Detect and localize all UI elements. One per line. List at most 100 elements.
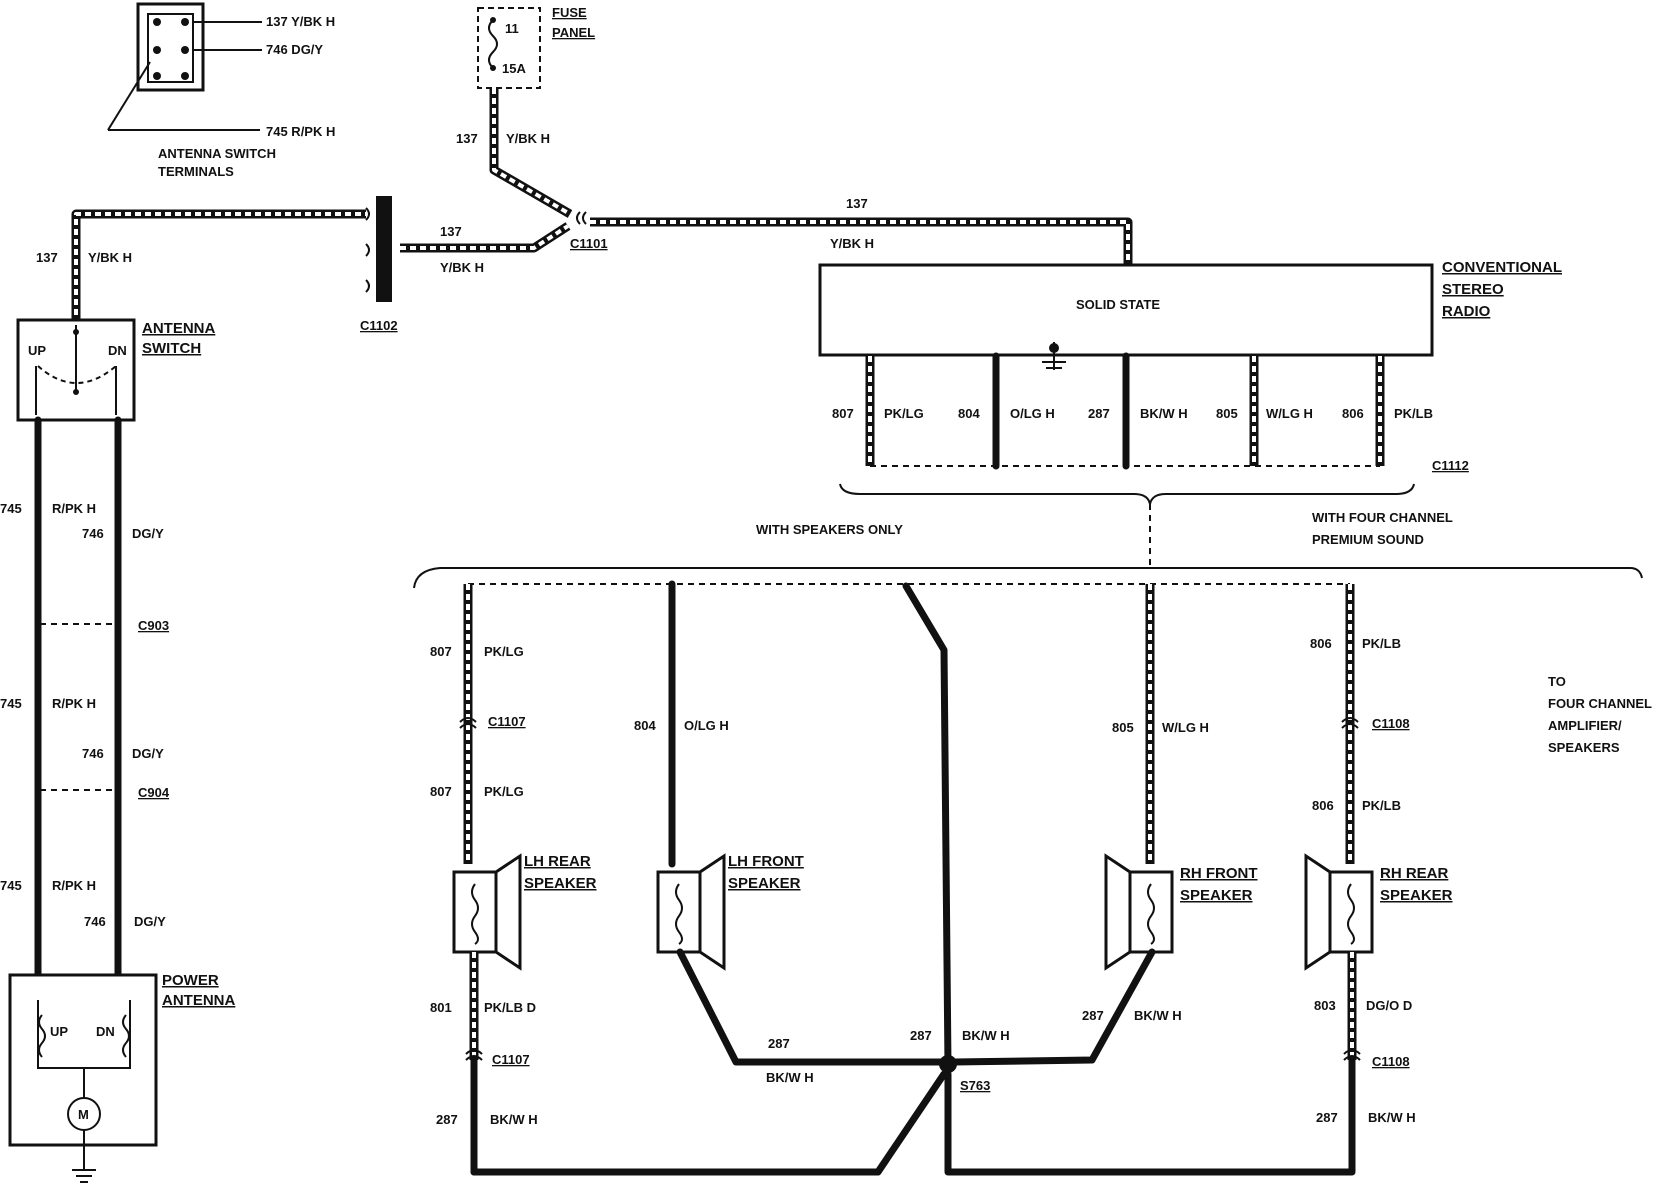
speaker-lh-rear-label-1: LH REAR: [524, 853, 591, 870]
terminal-745-label: 745 R/PK H: [266, 124, 335, 139]
terminals-caption-1: ANTENNA SWITCH: [158, 146, 276, 161]
antenna-switch: UP DN ANTENNA SWITCH: [16, 318, 215, 422]
speaker-lh-front: LH FRONT SPEAKER: [656, 853, 804, 971]
wire-287-color-lhf: BK/W H: [766, 1070, 814, 1085]
option-four-channel-2: PREMIUM SOUND: [1312, 532, 1424, 547]
wire-805-color: W/LG H: [1162, 720, 1209, 735]
connector-c903-label: C903: [138, 618, 169, 633]
wire-287-num-s763: 287: [910, 1028, 932, 1043]
radio-wire-805-color: W/LG H: [1266, 406, 1313, 421]
wire-806-num-2: 806: [1312, 798, 1334, 813]
speaker-lh-front-label-1: LH FRONT: [728, 853, 804, 870]
wire-137-color-switch: Y/BK H: [88, 250, 132, 265]
wire-287-num-rhr: 287: [1316, 1110, 1338, 1125]
radio-label-2: STEREO: [1442, 281, 1504, 298]
antenna-switch-dn: DN: [108, 343, 127, 358]
to-amplifier-4: SPEAKERS: [1548, 740, 1620, 755]
wire-745-label-1: 745: [0, 501, 22, 516]
fuse-panel-label-2: PANEL: [552, 25, 595, 40]
power-antenna: M UP DN POWER ANTENNA: [8, 972, 235, 1183]
radio-wire-287-color: BK/W H: [1140, 406, 1188, 421]
radio-wire-807-num: 807: [832, 406, 854, 421]
wire-806-color-1: PK/LB: [1362, 636, 1401, 651]
speaker-lh-rear-label-2: SPEAKER: [524, 875, 597, 892]
wire-806-color-2: PK/LB: [1362, 798, 1401, 813]
speaker-rh-front: RH FRONT SPEAKER: [1104, 853, 1258, 971]
speaker-rh-rear-label-1: RH REAR: [1380, 865, 1449, 882]
wire-745-color-3: R/PK H: [52, 878, 96, 893]
wire-803-color: DG/O D: [1366, 998, 1412, 1013]
speaker-rh-rear-label-2: SPEAKER: [1380, 887, 1453, 904]
radio-title: SOLID STATE: [1076, 297, 1160, 312]
connector-c1108-top: C1108: [1372, 716, 1410, 731]
radio-wire-805-num: 805: [1216, 406, 1238, 421]
wire-806-num-1: 806: [1310, 636, 1332, 651]
connector-c1102: C1102: [360, 196, 398, 333]
circuit-137-wires: 137 Y/BK H 137 Y/BK H 137 Y/BK H 137 Y/B…: [36, 88, 1133, 325]
stereo-radio: SOLID STATE CONVENTIONAL STEREO RADIO: [818, 259, 1562, 370]
wire-746-color-1: DG/Y: [132, 526, 164, 541]
wire-137-num-radio: 137: [846, 196, 868, 211]
wire-807-color-1: PK/LG: [484, 644, 524, 659]
wire-137-num-fuse: 137: [456, 131, 478, 146]
option-four-channel-1: WITH FOUR CHANNEL: [1312, 510, 1453, 525]
wire-803-num: 803: [1314, 998, 1336, 1013]
speaker-feed-wires: 807 PK/LG C1107 807 PK/LG 804 O/LG H 805…: [430, 580, 1410, 1070]
connector-c1107-top: C1107: [488, 714, 526, 729]
connector-c904-label: C904: [138, 785, 170, 800]
to-amplifier-1: TO: [1548, 674, 1566, 689]
motor-label: M: [78, 1107, 89, 1122]
wire-745-label-3: 745: [0, 878, 22, 893]
wire-745-color-1: R/PK H: [52, 501, 96, 516]
radio-wire-807-color: PK/LG: [884, 406, 924, 421]
fuse-element-icon: [488, 19, 498, 69]
antenna-switch-label-1: ANTENNA: [142, 320, 215, 337]
fuse-panel-label-1: FUSE: [552, 5, 587, 20]
speaker-lh-front-label-2: SPEAKER: [728, 875, 801, 892]
fuse-panel: 11 15A FUSE PANEL: [477, 5, 595, 89]
wire-746-color-3: DG/Y: [134, 914, 166, 929]
radio-wire-806-color: PK/LB: [1394, 406, 1433, 421]
wire-287-num-lhr: 287: [436, 1112, 458, 1127]
wire-137-color-fuse: Y/BK H: [506, 131, 550, 146]
wire-804-num: 804: [634, 718, 656, 733]
wire-287-color-rhr: BK/W H: [1368, 1110, 1416, 1125]
wire-137-num-switch: 137: [36, 250, 58, 265]
fuse-rating: 15A: [502, 61, 526, 76]
fuse-number: 11: [505, 21, 519, 36]
splice-s763: [939, 1055, 957, 1073]
radio-label-1: CONVENTIONAL: [1442, 259, 1562, 276]
wire-801-num: 801: [430, 1000, 452, 1015]
connector-c1101: C1101: [570, 211, 608, 251]
speaker-rh-rear: RH REAR SPEAKER: [1304, 853, 1453, 971]
radio-ground-icon: [1049, 343, 1059, 353]
wire-807-color-2: PK/LG: [484, 784, 524, 799]
wire-287-color-s763: BK/W H: [962, 1028, 1010, 1043]
radio-box: [818, 263, 1434, 357]
radio-wire-804-num: 804: [958, 406, 980, 421]
wire-804-color: O/LG H: [684, 718, 729, 733]
wire-287-num-rhf: 287: [1082, 1008, 1104, 1023]
power-antenna-dn: DN: [96, 1024, 115, 1039]
speaker-rh-front-label-2: SPEAKER: [1180, 887, 1253, 904]
connector-c1108-bottom: C1108: [1372, 1054, 1410, 1069]
connector-c1112-label: C1112: [1432, 458, 1469, 473]
option-speakers-only: WITH SPEAKERS ONLY: [756, 522, 903, 537]
terminal-inner: [147, 13, 194, 83]
radio-label-3: RADIO: [1442, 303, 1491, 320]
wire-745-label-2: 745: [0, 696, 22, 711]
fuse-box: [477, 7, 541, 89]
radio-wire-804-color: O/LG H: [1010, 406, 1055, 421]
wire-287-num-lhf: 287: [768, 1036, 790, 1051]
wire-137-color-radio: Y/BK H: [830, 236, 874, 251]
splice-s763-label: S763: [960, 1078, 990, 1093]
wire-801-color: PK/LB D: [484, 1000, 536, 1015]
antenna-switch-terminals: 137 Y/BK H 746 DG/Y 745 R/PK H ANTENNA S…: [107, 2, 335, 179]
wire-746-label-3: 746: [84, 914, 106, 929]
inline-connectors: [459, 717, 1361, 1061]
connector-c1101-label: C1101: [570, 236, 608, 251]
terminals-caption-2: TERMINALS: [158, 164, 234, 179]
wire-287-color-rhf: BK/W H: [1134, 1008, 1182, 1023]
